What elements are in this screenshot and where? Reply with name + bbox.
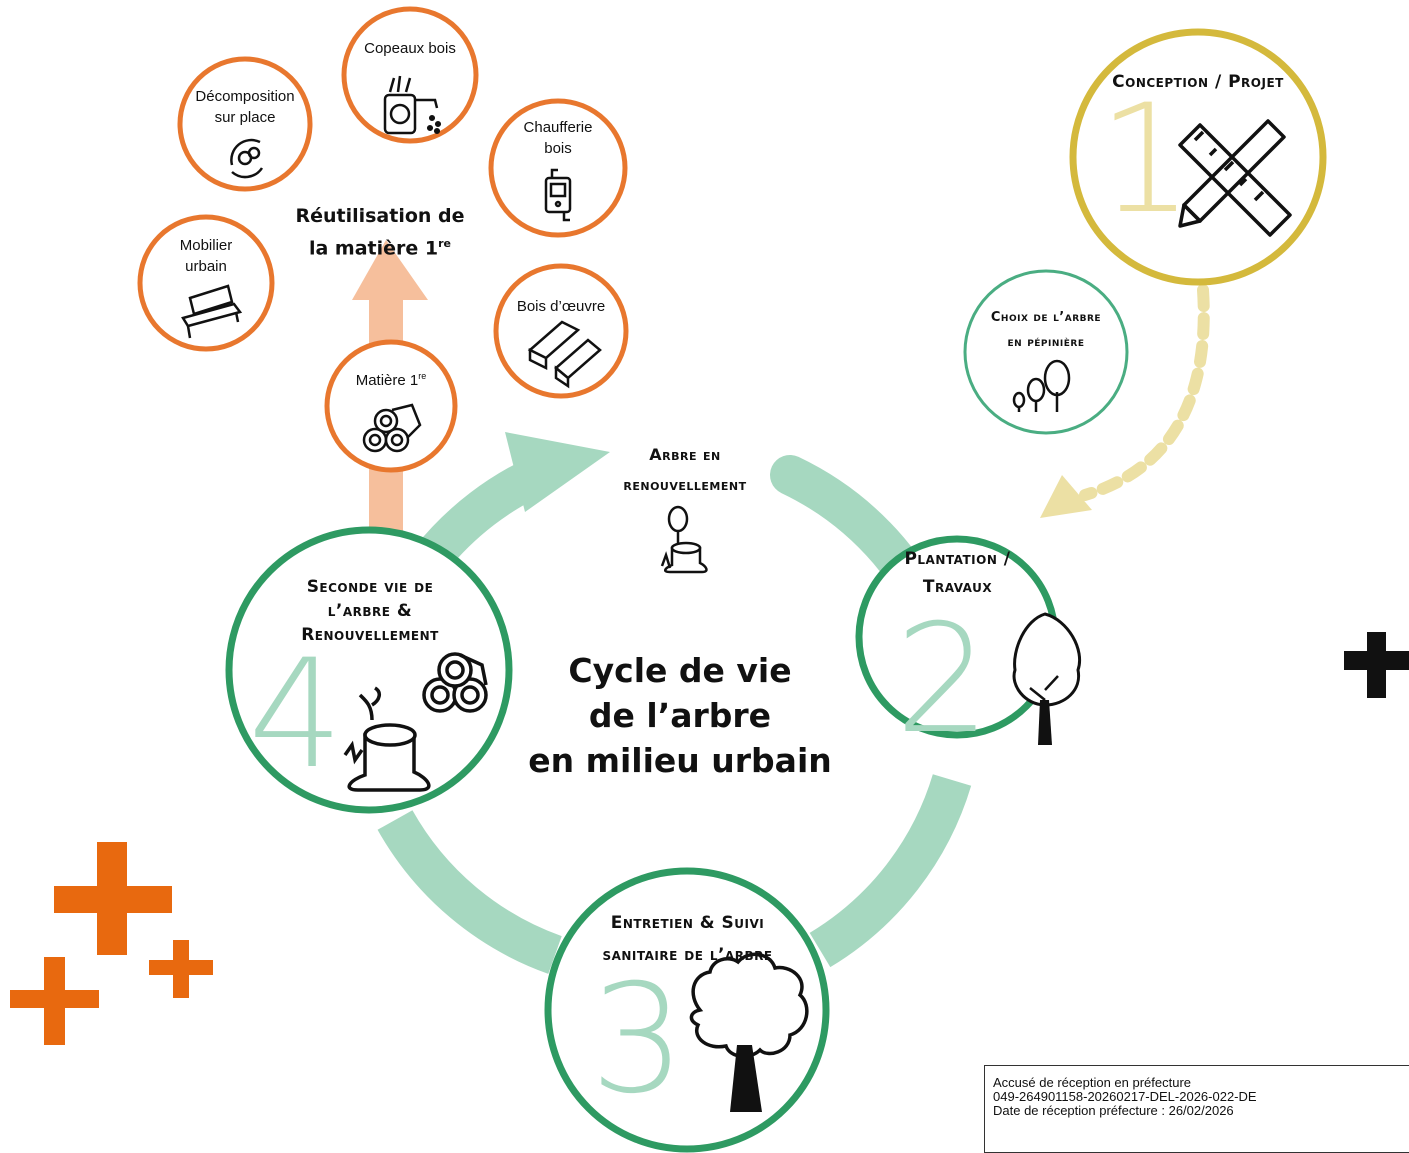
step-4-circle bbox=[225, 526, 513, 814]
stamp-line-1: Accusé de réception en préfecture bbox=[993, 1075, 1192, 1090]
raw-material-circle bbox=[324, 339, 458, 473]
stump-sprout-icon bbox=[660, 505, 708, 574]
step-4-number: 4 bbox=[248, 628, 344, 802]
oak-tree-icon bbox=[689, 952, 809, 1112]
black-plus-sign bbox=[1344, 632, 1409, 698]
connector-arrowhead bbox=[1040, 475, 1092, 518]
orange-plus-signs bbox=[10, 842, 213, 1045]
step-1-label: Conception / Projet bbox=[1112, 72, 1284, 92]
urban-furniture-circle bbox=[137, 214, 275, 352]
lumber-label: Bois d’œuvre bbox=[516, 298, 606, 315]
wood-chips-label: Copeaux bois bbox=[364, 40, 456, 57]
project-to-planting-connector bbox=[1079, 284, 1210, 501]
stamp-line-2: 049-264901158-20260217-DEL-2026-022-DE bbox=[993, 1089, 1257, 1104]
bench-icon bbox=[181, 284, 243, 339]
boiler-icon bbox=[544, 168, 572, 222]
stump-logs-icon bbox=[343, 652, 488, 792]
decomposition-cycle-icon bbox=[230, 138, 264, 179]
wood-chips-circle bbox=[341, 6, 479, 144]
raw-material-label: Matière 1re bbox=[355, 371, 427, 389]
tree-icon bbox=[1012, 612, 1081, 745]
lumber-icon bbox=[527, 320, 602, 389]
reuse-arrow-head bbox=[352, 240, 428, 300]
cycle-arrowhead bbox=[505, 432, 610, 512]
wood-boiler-circle bbox=[488, 98, 628, 238]
reuse-heading: Réutilisation de la matière 1re bbox=[295, 205, 465, 260]
cycle-arc-bottom-right bbox=[809, 774, 972, 968]
decomposition-circle bbox=[177, 56, 313, 192]
wood-chipper-icon bbox=[383, 75, 442, 135]
stamp-line-3: Date de réception préfecture : 26/02/202… bbox=[993, 1103, 1234, 1118]
step-3-number: 3 bbox=[590, 953, 686, 1127]
logs-icon bbox=[362, 403, 422, 453]
small-trees-icon bbox=[1012, 359, 1071, 412]
nursery-circle bbox=[963, 269, 1129, 435]
cycle-arc-bottom-left bbox=[377, 809, 562, 974]
step-2-number: 2 bbox=[895, 593, 991, 767]
ruler-pencil-icon bbox=[1178, 119, 1292, 237]
step-1-number: 1 bbox=[1098, 73, 1194, 247]
step-2-label: Plantation /Travaux bbox=[904, 549, 1011, 597]
prefecture-receipt-stamp: Accusé de réception en préfecture 049-26… bbox=[984, 1065, 1409, 1153]
step-1-circle bbox=[1069, 28, 1327, 286]
